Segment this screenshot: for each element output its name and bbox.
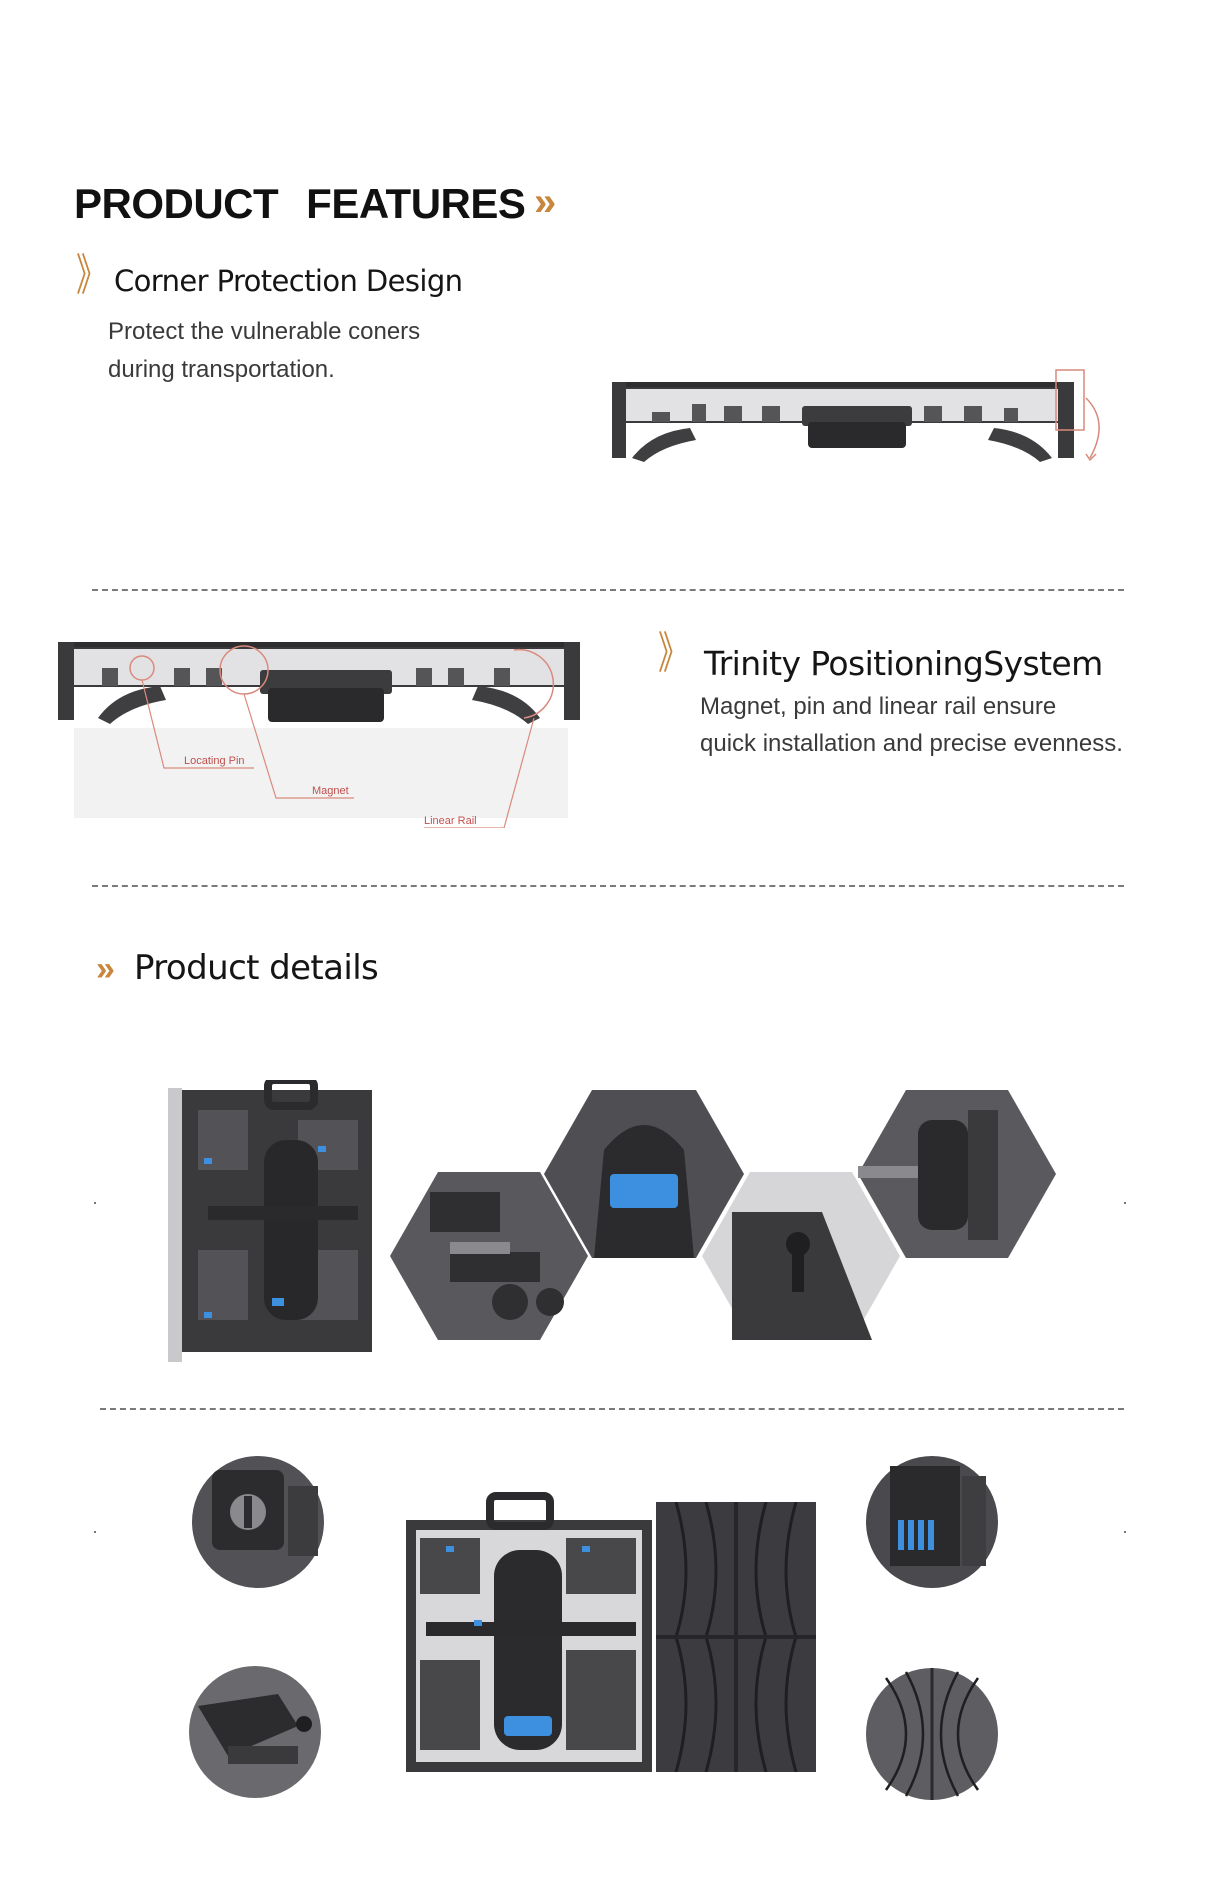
feature-title-corner-protection: Corner Protection Design [114, 264, 463, 298]
description-line: during transportation. [108, 356, 335, 383]
feature-description-corner-protection: Protect the vulnerable coners during tra… [108, 313, 420, 389]
circle-closeup-corner [189, 1666, 321, 1798]
decoration-dot [1124, 1531, 1126, 1533]
hexagon-closeup-handle [390, 1172, 588, 1340]
callout-linear-rail: Linear Rail [424, 815, 477, 827]
section-title-product-details: Product details [134, 948, 379, 988]
callout-locating-pin: Locating Pin [184, 755, 245, 767]
double-chevron-right-icon: » [96, 950, 115, 988]
double-chevron-right-icon: » [534, 180, 557, 224]
positioning-system-illustration: Locating Pin Magnet Linear Rail [58, 642, 580, 828]
feature-title-trinity-positioning: Trinity PositioningSystem [704, 644, 1103, 683]
hexagon-closeup-locating-pin [702, 1172, 900, 1340]
page-title: PRODUCT FEATURES [74, 180, 526, 228]
cabinet-rear-front-view-image [406, 1492, 652, 1772]
cabinet-module-front-view-image [656, 1502, 816, 1772]
cabinet-side-view-illustration [612, 369, 1100, 462]
callout-magnet: Magnet [312, 785, 349, 797]
decoration-dot [94, 1531, 96, 1533]
hexagon-closeup-linear-rail [858, 1090, 1056, 1258]
circle-closeup-module-surface [866, 1668, 998, 1800]
bracket-chevron-icon: 》 [76, 251, 107, 300]
bracket-chevron-icon: 》 [658, 629, 689, 678]
page-title-word1: PRODUCT [74, 180, 279, 227]
decoration-dot [1124, 1202, 1126, 1204]
description-line: Magnet, pin and linear rail ensure [700, 693, 1057, 720]
circle-closeup-lock [192, 1456, 324, 1588]
circle-closeup-connector [866, 1456, 998, 1588]
page-title-word2: FEATURES [306, 180, 526, 227]
description-line: Protect the vulnerable coners [108, 318, 421, 345]
feature-description-trinity-positioning: Magnet, pin and linear rail ensure quick… [700, 688, 1123, 762]
hexagon-closeup-magnet [544, 1090, 744, 1258]
cabinet-rear-view-image [168, 1080, 372, 1362]
description-line: quick installation and precise evenness. [700, 730, 1123, 757]
section-divider [100, 1408, 1124, 1410]
decoration-dot [94, 1202, 96, 1204]
section-divider [92, 589, 1124, 591]
section-divider [92, 885, 1124, 887]
